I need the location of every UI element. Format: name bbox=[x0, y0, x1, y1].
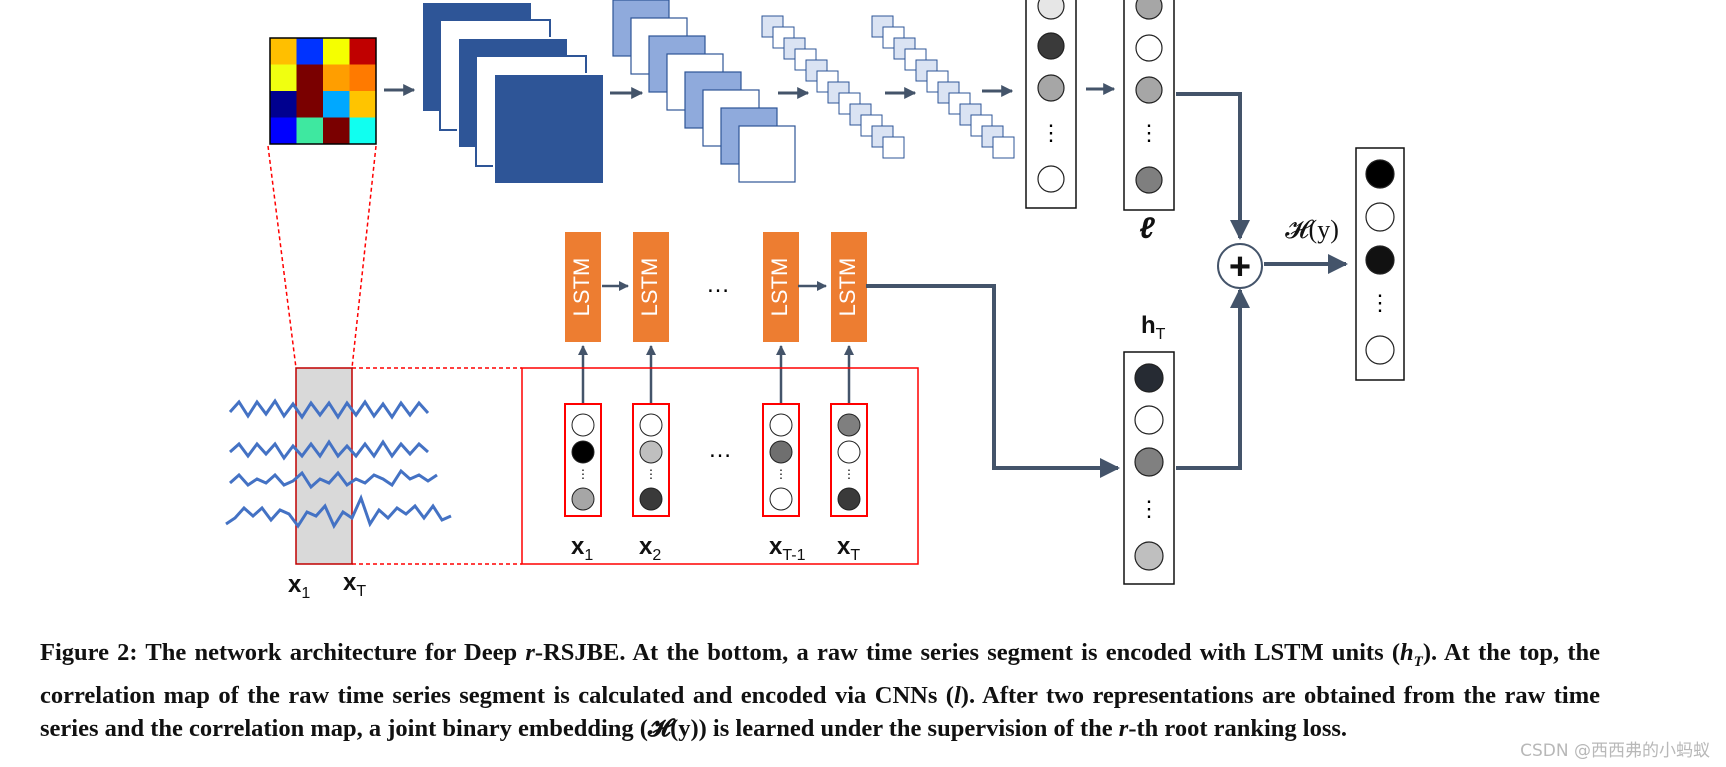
lstm-blocks: LSTM LSTM LSTM LSTM bbox=[565, 232, 867, 404]
correlation-cell bbox=[349, 91, 376, 118]
vector-unit bbox=[571, 413, 595, 437]
cnn-layer-1 bbox=[421, 1, 605, 185]
vector-unit bbox=[837, 413, 861, 437]
correlation-cell bbox=[296, 91, 323, 118]
vector-vdots: ⋮ bbox=[843, 467, 855, 481]
vector-unit bbox=[571, 487, 595, 511]
correlation-map-border bbox=[269, 37, 377, 145]
correlation-cell bbox=[323, 117, 350, 144]
correlation-cell bbox=[349, 64, 376, 91]
input-label: x2 bbox=[639, 533, 661, 564]
lstm-label: LSTM bbox=[835, 258, 860, 317]
cnn-layer-4 bbox=[871, 15, 1015, 159]
ht-label: hT bbox=[1141, 312, 1166, 343]
lstm-unit bbox=[831, 232, 867, 342]
lstm-label: LSTM bbox=[767, 258, 792, 317]
segment-window bbox=[295, 367, 353, 565]
vector-unit bbox=[769, 487, 793, 511]
vector-unit bbox=[837, 440, 861, 464]
hy-label: 𝓗(y) bbox=[1285, 215, 1339, 244]
vector-unit bbox=[837, 487, 861, 511]
input-label: x1 bbox=[571, 533, 593, 564]
input-label: xT-1 bbox=[769, 533, 806, 564]
segment-label-end: xT bbox=[343, 569, 366, 600]
sum-node: + bbox=[1217, 243, 1263, 289]
correlation-cell bbox=[296, 38, 323, 65]
vector-unit bbox=[639, 440, 663, 464]
feature-map bbox=[992, 136, 1015, 159]
vector-unit bbox=[769, 440, 793, 464]
vector-unit bbox=[639, 413, 663, 437]
fcl-vdots: ⋮ bbox=[1138, 120, 1160, 145]
ht-vector: ⋮ bbox=[1123, 351, 1175, 585]
vector-vdots: ⋮ bbox=[645, 467, 657, 481]
feature-map bbox=[882, 136, 905, 159]
cnn-layer-2 bbox=[612, 0, 796, 183]
connectors bbox=[866, 92, 1348, 478]
correlation-cell bbox=[270, 38, 297, 65]
correlation-cell bbox=[349, 38, 376, 65]
input-sequence-box bbox=[521, 367, 919, 565]
lstm-ellipsis: … bbox=[706, 271, 730, 298]
zoom-lines bbox=[267, 145, 522, 565]
binary-embedding-vector: ⋮ bbox=[1355, 147, 1405, 381]
lstm-label: LSTM bbox=[637, 258, 662, 317]
output-vdots: ⋮ bbox=[1369, 290, 1391, 315]
correlation-cell bbox=[323, 91, 350, 118]
vector-unit bbox=[639, 487, 663, 511]
correlation-cell bbox=[270, 117, 297, 144]
vector-vdots: ⋮ bbox=[775, 467, 787, 481]
vector-unit bbox=[769, 413, 793, 437]
correlation-cell bbox=[270, 64, 297, 91]
correlation-cell bbox=[296, 117, 323, 144]
vector-vdots: ⋮ bbox=[577, 467, 589, 481]
correlation-cell bbox=[349, 117, 376, 144]
cnn-layer-3 bbox=[761, 15, 905, 159]
segment-label-start: x1 bbox=[288, 571, 310, 602]
cnn-arrows bbox=[384, 83, 1116, 99]
vector-unit bbox=[571, 440, 595, 464]
fc1-vdots: ⋮ bbox=[1040, 120, 1062, 145]
correlation-cell bbox=[296, 64, 323, 91]
lstm-unit bbox=[763, 232, 799, 342]
l-label: ℓ bbox=[1139, 212, 1155, 245]
input-ellipsis: … bbox=[708, 436, 732, 463]
lstm-label: LSTM bbox=[569, 258, 594, 317]
ht-vdots: ⋮ bbox=[1138, 496, 1160, 521]
correlation-cell bbox=[323, 64, 350, 91]
figure-caption: Figure 2: The network architecture for D… bbox=[40, 639, 1601, 742]
lstm-unit bbox=[565, 232, 601, 342]
correlation-cell bbox=[323, 38, 350, 65]
fc-layer-l: ⋮ bbox=[1123, 0, 1175, 211]
correlation-map bbox=[269, 37, 377, 145]
fc-layer-1: ⋮ bbox=[1025, 0, 1077, 209]
correlation-cell bbox=[270, 91, 297, 118]
time-series-waves bbox=[225, 398, 452, 530]
plus-sign: + bbox=[1229, 246, 1251, 288]
input-label: xT bbox=[837, 533, 860, 564]
lstm-unit bbox=[633, 232, 669, 342]
watermark: CSDN @西西弗的小蚂蚁 bbox=[1520, 741, 1710, 761]
input-vectors: ⋮ x1 ⋮ x2 ⋮ xT-1 ⋮ xT bbox=[564, 403, 868, 564]
segment-labels: x1 xT bbox=[288, 569, 366, 602]
